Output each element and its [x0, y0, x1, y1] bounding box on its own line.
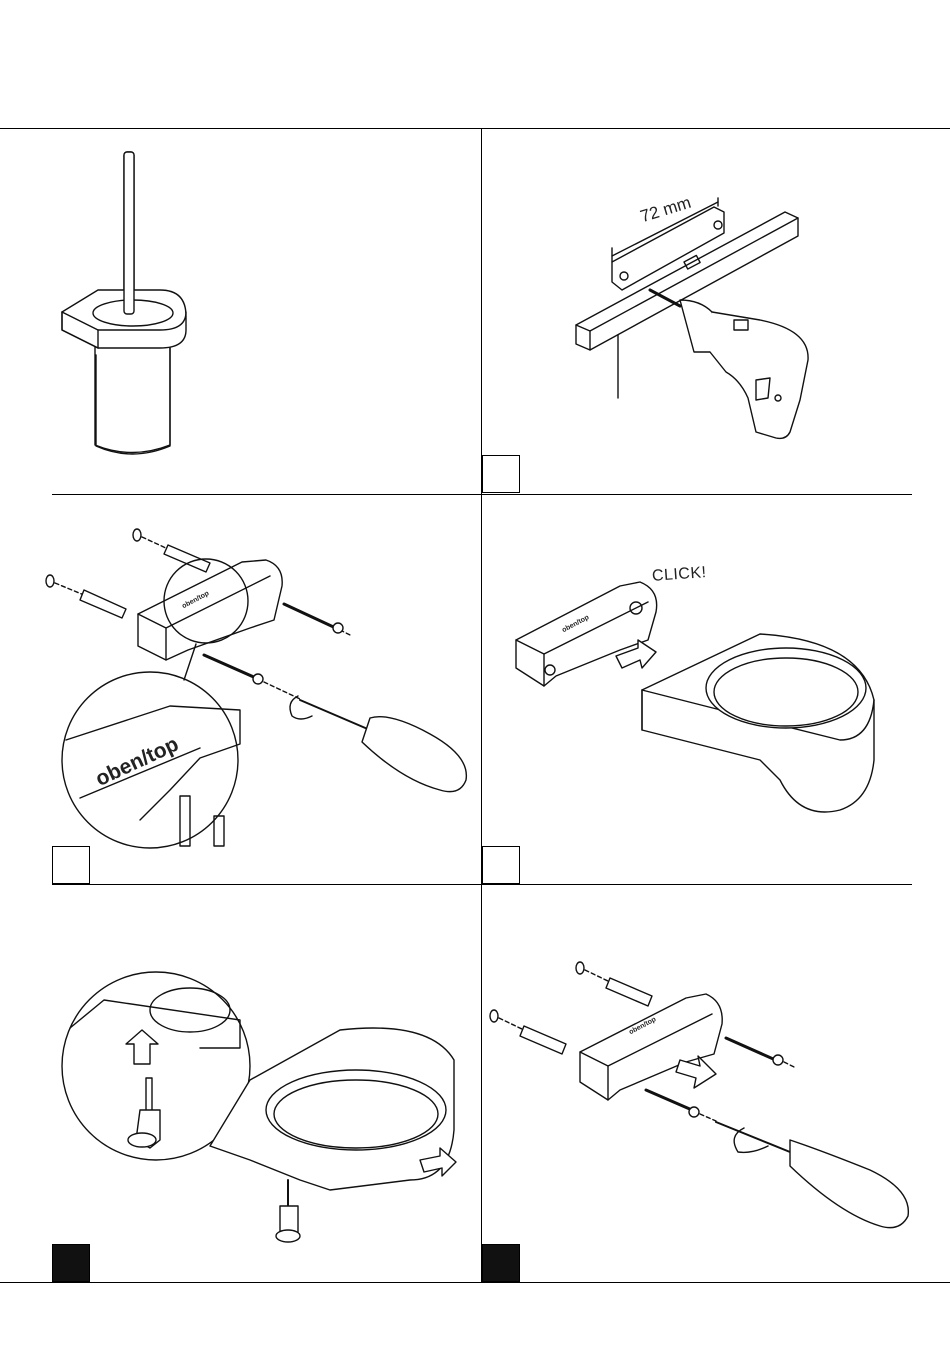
release-pin-illustration	[62, 972, 456, 1242]
bottom-rule	[0, 1282, 950, 1283]
center-rule-2	[481, 494, 482, 884]
row-divider-1	[52, 494, 912, 495]
step-marker-release	[52, 1244, 90, 1282]
center-rule-1	[481, 128, 482, 494]
step-marker-drill	[482, 455, 520, 493]
row-divider-2	[52, 884, 912, 885]
mount-bracket-illustration	[46, 529, 466, 848]
center-rule-3	[481, 884, 482, 1282]
step-marker-remove	[482, 1244, 520, 1282]
remove-bracket-illustration	[490, 962, 908, 1228]
click-holder-illustration	[516, 582, 874, 812]
top-rule	[0, 128, 950, 129]
step-marker-mount	[52, 846, 90, 884]
click-label: CLICK!	[651, 564, 707, 586]
brush-holder-illustration	[62, 152, 186, 454]
step-marker-click	[482, 846, 520, 884]
drill-illustration	[576, 198, 808, 438]
